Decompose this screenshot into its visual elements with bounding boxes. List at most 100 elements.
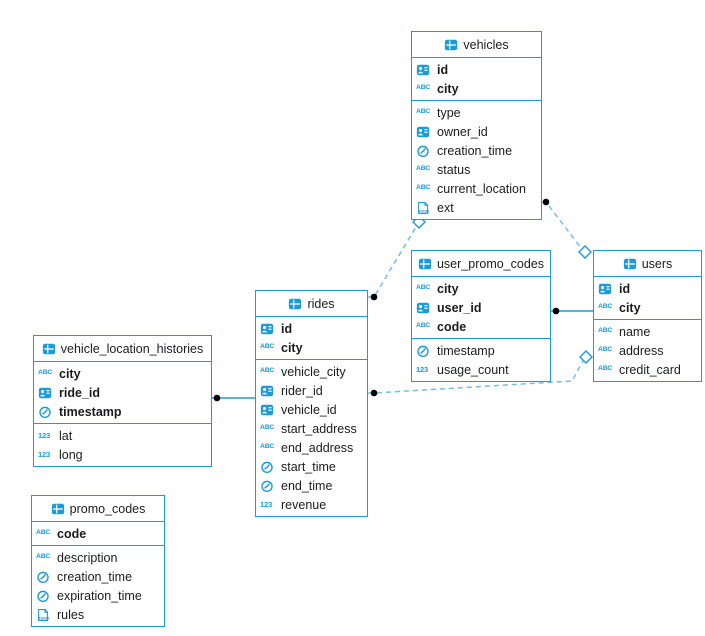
- table-header[interactable]: rides: [256, 291, 367, 317]
- relationship-dot-marker: [370, 389, 378, 397]
- relationship-vehicles-users[interactable]: [542, 198, 592, 259]
- column-name: creation_time: [437, 143, 513, 158]
- column-row-creation_time[interactable]: creation_time: [412, 141, 541, 160]
- uuid-column-icon: [260, 403, 278, 417]
- svg-text:JSON: JSON: [38, 615, 49, 620]
- column-row-creation_time[interactable]: creation_time: [32, 567, 164, 586]
- uuid-column-icon: [598, 282, 616, 296]
- text-column-icon: ABC: [36, 553, 51, 561]
- text-column-icon: ABC: [598, 303, 613, 311]
- column-row-timestamp[interactable]: timestamp: [412, 341, 550, 360]
- clock-icon: [260, 460, 278, 474]
- column-row-start_address[interactable]: ABC start_address: [256, 419, 367, 438]
- column-name: expiration_time: [57, 588, 142, 603]
- column-row-rider_id[interactable]: rider_id: [256, 381, 367, 400]
- table-header[interactable]: vehicle_location_histories: [34, 336, 211, 362]
- column-row-owner_id[interactable]: owner_id: [412, 122, 541, 141]
- column-name: timestamp: [437, 343, 495, 358]
- column-row-user_id[interactable]: user_id: [412, 298, 550, 317]
- column-row-id[interactable]: id: [256, 319, 367, 338]
- table-header[interactable]: users: [594, 251, 701, 277]
- column-row-revenue[interactable]: 123 revenue: [256, 495, 367, 514]
- table-icon: [623, 257, 637, 271]
- table-title: vehicle_location_histories: [60, 341, 204, 356]
- table-header[interactable]: vehicles: [412, 32, 541, 58]
- relationship-diamond-marker: [578, 245, 592, 259]
- column-name: id: [619, 281, 631, 296]
- clock-icon: [260, 479, 278, 493]
- column-name: name: [619, 324, 651, 339]
- table-title: users: [641, 256, 673, 271]
- column-row-ride_id[interactable]: ride_id: [34, 383, 211, 402]
- column-row-id[interactable]: id: [412, 60, 541, 79]
- table-icon: [288, 297, 302, 311]
- text-column-icon: ABC: [416, 322, 431, 330]
- column-row-end_time[interactable]: end_time: [256, 476, 367, 495]
- relationship-line: [368, 226, 417, 298]
- column-name: timestamp: [59, 404, 122, 419]
- table-header[interactable]: promo_codes: [32, 496, 164, 522]
- table-title: rides: [307, 296, 335, 311]
- column-name: vehicle_id: [281, 402, 337, 417]
- relationship-user_promo_codes-users[interactable]: [551, 307, 593, 315]
- column-row-timestamp[interactable]: timestamp: [34, 402, 211, 421]
- text-column-icon: ABC: [598, 346, 613, 354]
- column-name: lat: [59, 428, 73, 443]
- number-column-icon: 123: [260, 499, 273, 509]
- column-row-vehicle_id[interactable]: vehicle_id: [256, 400, 367, 419]
- column-row-start_time[interactable]: start_time: [256, 457, 367, 476]
- table-header[interactable]: user_promo_codes: [412, 251, 550, 277]
- column-name: ext: [437, 200, 454, 215]
- json-icon: JSON: [36, 608, 54, 622]
- relationship-vehicle_location_histories-rides[interactable]: [212, 394, 255, 402]
- text-column-icon: ABC: [36, 529, 51, 537]
- column-row-id[interactable]: id: [594, 279, 701, 298]
- relationship-rides-users[interactable]: [368, 350, 593, 397]
- text-column-icon: ABC: [416, 84, 431, 92]
- text-column-icon: ABC: [260, 424, 275, 432]
- column-row-expiration_time[interactable]: expiration_time: [32, 586, 164, 605]
- column-name: revenue: [281, 497, 327, 512]
- relationship-dot-marker: [542, 198, 550, 206]
- column-name: start_address: [281, 421, 357, 436]
- uuid-column-icon: [416, 301, 434, 315]
- column-name: city: [437, 281, 459, 296]
- column-name: id: [281, 321, 293, 336]
